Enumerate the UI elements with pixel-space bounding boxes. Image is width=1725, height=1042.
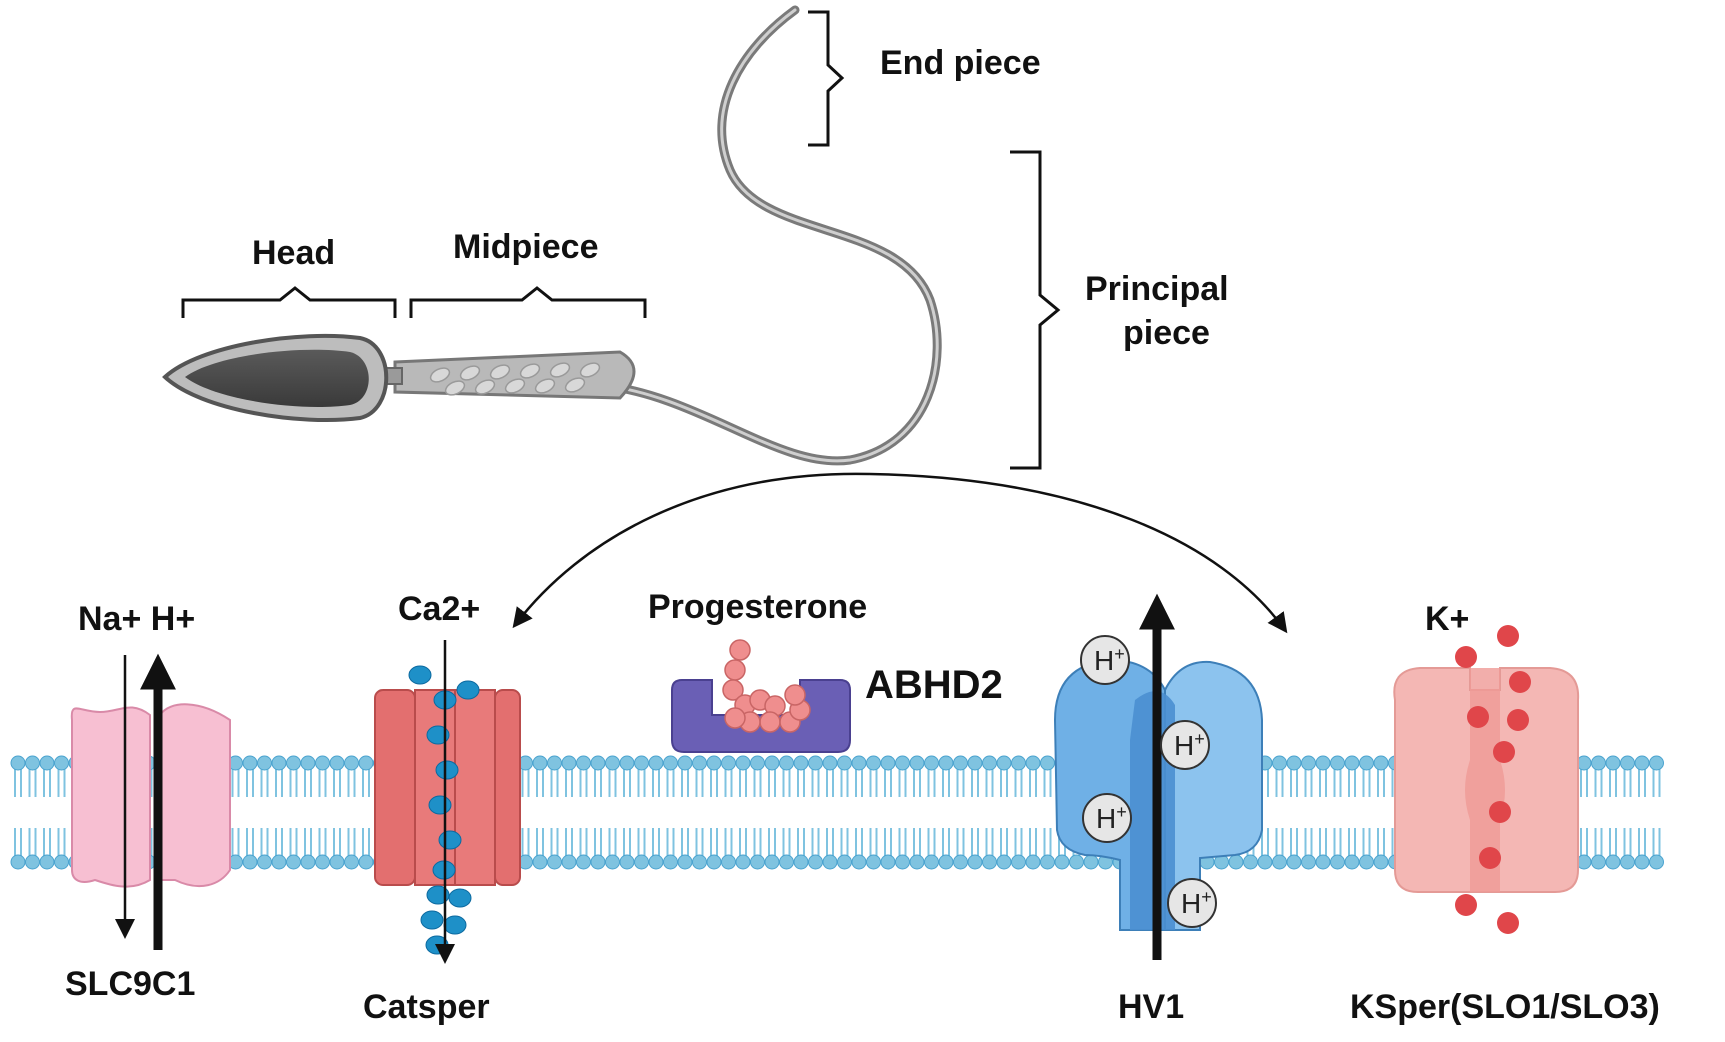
label-progesterone: Progesterone bbox=[648, 588, 867, 626]
bracket-head bbox=[181, 286, 397, 318]
k-ion bbox=[1489, 801, 1511, 823]
abhd2-receptor bbox=[671, 639, 851, 753]
label-hv1: HV1 bbox=[1118, 988, 1184, 1026]
k-ion-dots bbox=[1455, 625, 1531, 934]
progesterone-atom bbox=[724, 659, 746, 681]
ca-ion bbox=[420, 910, 444, 930]
progesterone-atom bbox=[729, 639, 751, 661]
k-ion bbox=[1509, 671, 1531, 693]
ca-ion bbox=[435, 760, 459, 780]
k-ion bbox=[1455, 646, 1477, 668]
ca-ion bbox=[408, 665, 432, 685]
ca-ion bbox=[448, 888, 472, 908]
k-ion bbox=[1497, 912, 1519, 934]
curved-arrow-right bbox=[869, 472, 1288, 634]
progesterone-atom bbox=[759, 711, 781, 733]
label-na-h: Na+ H+ bbox=[78, 600, 195, 638]
ca-ion bbox=[426, 885, 450, 905]
label-k: K+ bbox=[1425, 600, 1469, 638]
ca-ion bbox=[456, 680, 480, 700]
k-ion bbox=[1497, 625, 1519, 647]
ca-ion bbox=[428, 795, 452, 815]
progesterone-atom bbox=[724, 707, 746, 729]
progesterone-atom bbox=[784, 684, 806, 706]
label-ksper: KSper(SLO1/SLO3) bbox=[1350, 988, 1660, 1026]
label-slc9c1: SLC9C1 bbox=[65, 965, 195, 1003]
label-abhd2: ABHD2 bbox=[865, 663, 1003, 707]
k-ion bbox=[1507, 709, 1529, 731]
progesterone-atom bbox=[722, 679, 744, 701]
label-midpiece: Midpiece bbox=[453, 228, 598, 266]
label-principal-piece-2: piece bbox=[1123, 314, 1210, 352]
ca-ion bbox=[426, 725, 450, 745]
h-ion-1: H+ bbox=[1080, 635, 1130, 685]
bracket-principal-piece bbox=[1010, 150, 1061, 470]
k-ion bbox=[1479, 847, 1501, 869]
k-ion bbox=[1455, 894, 1477, 916]
sperm-cell bbox=[162, 5, 942, 466]
ca-ion bbox=[438, 830, 462, 850]
h-ion-4: H+ bbox=[1167, 878, 1217, 928]
ca-ion bbox=[443, 915, 467, 935]
k-ion bbox=[1493, 741, 1515, 763]
bracket-end-piece bbox=[808, 10, 845, 147]
label-principal-piece-1: Principal bbox=[1085, 270, 1229, 308]
label-ca: Ca2+ bbox=[398, 590, 480, 628]
h-ion-3: H+ bbox=[1082, 793, 1132, 843]
ksper-channel bbox=[1393, 625, 1580, 934]
label-head: Head bbox=[252, 234, 335, 272]
curved-arrow-left bbox=[512, 472, 871, 629]
bracket-midpiece bbox=[409, 286, 647, 318]
slc9c1-channel bbox=[70, 653, 231, 950]
k-ion bbox=[1467, 706, 1489, 728]
label-end-piece: End piece bbox=[880, 44, 1041, 82]
label-catsper: Catsper bbox=[363, 988, 490, 1026]
hv1-channel: H+ H+ H+ H+ bbox=[1053, 593, 1263, 960]
progesterone-molecule bbox=[722, 639, 811, 733]
h-ion-2: H+ bbox=[1160, 720, 1210, 770]
catsper-channel bbox=[374, 640, 521, 964]
